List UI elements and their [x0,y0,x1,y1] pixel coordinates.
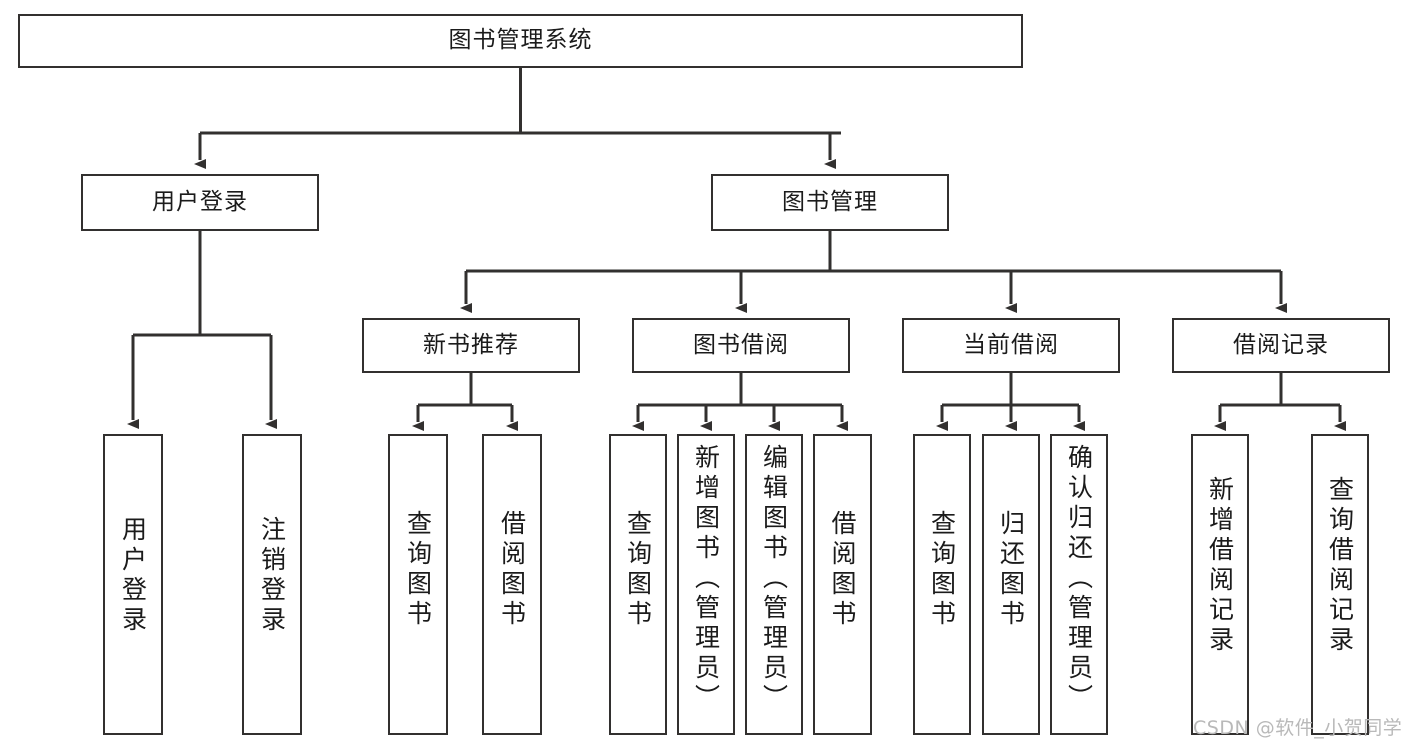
node-leaf-query-book-3[interactable]: 查询图书 [913,434,971,735]
node-label: 图书管理 [782,188,878,215]
node-label: 新增图书（管理员） [691,444,721,714]
node-new-book-recommend[interactable]: 新书推荐 [362,318,580,373]
node-leaf-add-book[interactable]: 新增图书（管理员） [677,434,735,735]
node-label: 查询图书 [927,510,957,630]
node-book-borrow[interactable]: 图书借阅 [632,318,850,373]
node-leaf-query-book-1[interactable]: 查询图书 [388,434,448,735]
node-label: 归还图书 [996,510,1026,630]
node-label: 用户登录 [152,188,248,215]
node-leaf-confirm-return[interactable]: 确认归还（管理员） [1050,434,1108,735]
node-label: 借阅图书 [497,510,527,630]
node-label: 借阅图书 [828,510,857,630]
node-borrow-record[interactable]: 借阅记录 [1172,318,1390,373]
node-label: 图书管理系统 [448,27,593,54]
node-leaf-query-record[interactable]: 查询借阅记录 [1311,434,1369,735]
node-leaf-logout[interactable]: 注销登录 [242,434,302,735]
node-leaf-user-login[interactable]: 用户登录 [103,434,163,735]
node-label: 用户登录 [118,516,148,636]
node-label: 新书推荐 [423,331,519,358]
node-leaf-return-book[interactable]: 归还图书 [982,434,1040,735]
node-label: 查询借阅记录 [1325,476,1355,656]
csdn-watermark: CSDN @软件_小贺同学 [1193,717,1403,739]
node-user-login[interactable]: 用户登录 [81,174,319,231]
node-label: 确认归还（管理员） [1064,444,1094,714]
node-label: 编辑图书（管理员） [759,444,789,714]
node-label: 当前借阅 [963,331,1059,358]
node-leaf-add-record[interactable]: 新增借阅记录 [1191,434,1249,735]
node-label: 借阅记录 [1233,331,1329,358]
node-book-manage[interactable]: 图书管理 [711,174,949,231]
node-root-system[interactable]: 图书管理系统 [18,14,1023,68]
node-leaf-edit-book[interactable]: 编辑图书（管理员） [745,434,803,735]
node-leaf-borrow-book-2[interactable]: 借阅图书 [813,434,872,735]
node-label: 新增借阅记录 [1205,476,1235,656]
node-current-borrow[interactable]: 当前借阅 [902,318,1120,373]
node-leaf-query-book-2[interactable]: 查询图书 [609,434,667,735]
node-label: 注销登录 [257,516,287,636]
node-leaf-borrow-book-1[interactable]: 借阅图书 [482,434,542,735]
node-label: 图书借阅 [693,331,789,358]
node-label: 查询图书 [623,510,653,630]
node-label: 查询图书 [403,510,433,630]
